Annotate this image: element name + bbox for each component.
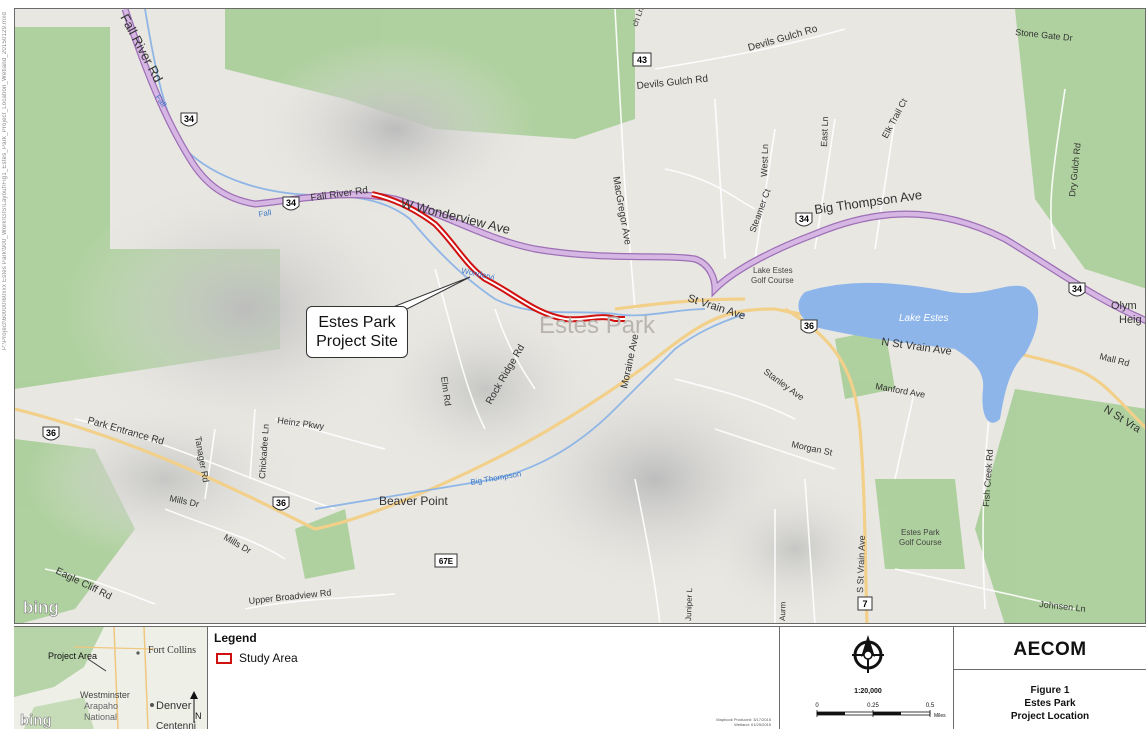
callout-line-2: Project Site	[316, 333, 398, 350]
shield-us34-c: 34	[795, 212, 813, 227]
legend-panel: Legend Study Area Mapbook Produced: 3/17…	[208, 627, 780, 729]
shield-us34-b: 34	[282, 196, 300, 211]
label-east-ln: East Ln	[819, 116, 830, 147]
svg-text:36: 36	[804, 321, 814, 331]
inset-arapaho: Arapaho	[84, 701, 118, 711]
inset-bing-logo: bing	[20, 712, 52, 729]
forest-areas	[15, 9, 1145, 623]
scale-tick-1: 0.25	[867, 703, 879, 709]
inset-national: National	[84, 712, 117, 722]
inset-westminster: Westminster	[80, 690, 130, 700]
scale-panel: 1:20,000 0 0.25 0.5 Miles	[780, 627, 954, 729]
shields: 34 34 34 34 43 36 36 36 7 67E	[42, 52, 1086, 611]
shield-hwy43: 43	[632, 52, 652, 67]
scale-units: Miles	[934, 713, 946, 719]
legend-study-area-label: Study Area	[239, 651, 298, 665]
file-path-text: P:\Project\60000\60xxx Estes Park\900_Wo…	[2, 12, 8, 351]
scale-tick-0: 0	[815, 703, 819, 709]
figure-name: Estes Park	[1024, 698, 1076, 709]
inset-denver: Denver	[156, 700, 192, 712]
label-chickadee-ln: Chickadee Ln	[257, 424, 271, 480]
svg-text:43: 43	[637, 55, 647, 65]
hillshade	[25, 39, 885, 619]
production-note: Mapbook Produced: 3/17/2015 Wetland: 01/…	[716, 717, 771, 727]
inset-map[interactable]: Project Area Fort Collins Westminster Ar…	[14, 627, 208, 729]
title-divider	[954, 669, 1146, 670]
shield-us34-a: 34	[180, 112, 198, 127]
label-johnsen-ln: Johnsen Ln	[1039, 599, 1086, 614]
svg-text:36: 36	[46, 428, 56, 438]
inset-north-arrow-icon: N	[190, 691, 202, 723]
svg-text:34: 34	[184, 114, 194, 124]
svg-text:34: 34	[286, 198, 296, 208]
label-olympus-1: Olym	[1111, 300, 1137, 312]
label-s-st-vrain-ave: S St Vrain Ave	[855, 535, 867, 593]
inset-project-area: Project Area	[48, 651, 97, 661]
svg-text:N: N	[195, 711, 202, 721]
label-estes-park-golf-1: Estes Park	[901, 528, 941, 537]
legend-title: Legend	[214, 631, 257, 645]
label-estes-park: Estes Park	[539, 312, 656, 339]
label-west-ln: West Ln	[759, 144, 770, 177]
aecom-logo: AECOM	[1013, 639, 1087, 660]
inset-map-graphic: Project Area Fort Collins Westminster Ar…	[14, 627, 207, 729]
basemap: 34 34 34 34 43 36 36 36 7 67E Fall River…	[15, 9, 1145, 623]
map-frame[interactable]: 34 34 34 34 43 36 36 36 7 67E Fall River…	[14, 8, 1146, 624]
label-elm-rd: Elm Rd	[439, 376, 453, 407]
label-lake-estes-golf-1: Lake Estes	[753, 266, 793, 275]
svg-text:7: 7	[862, 599, 867, 609]
label-aurm: Aurm	[778, 601, 788, 621]
lake-estes	[798, 282, 1039, 423]
svg-text:34: 34	[1072, 284, 1082, 294]
shield-hwy7: 7	[857, 596, 873, 611]
highway-us34	[121, 9, 1145, 324]
shield-us34-d: 34	[1068, 282, 1086, 297]
shield-us36-a: 36	[42, 426, 60, 441]
svg-text:36: 36	[276, 498, 286, 508]
map-footer: Project Area Fort Collins Westminster Ar…	[14, 626, 1146, 729]
label-lake-estes-golf-2: Golf Course	[751, 276, 794, 285]
scale-bar	[816, 710, 931, 717]
label-estes-park-golf-2: Golf Course	[899, 538, 942, 547]
title-block: AECOM Figure 1 Estes Park Project Locati…	[954, 627, 1146, 729]
study-area-swatch-icon	[216, 653, 232, 664]
svg-text:67E: 67E	[439, 557, 454, 566]
scale-tick-2: 0.5	[926, 703, 935, 709]
project-site-callout[interactable]: Estes Park Project Site	[306, 306, 408, 358]
figure-subtitle: Project Location	[1010, 711, 1090, 722]
bing-logo: bing	[23, 598, 59, 617]
shield-us36-c: 36	[800, 319, 818, 334]
scale-ratio: 1:20,000	[854, 688, 882, 695]
inset-fort-collins: Fort Collins	[148, 645, 196, 656]
inset-centennial: Centenni	[156, 721, 196, 729]
svg-text:34: 34	[799, 214, 809, 224]
shield-us36-b: 36	[272, 496, 290, 511]
label-fish-creek-rd: Fish Creek Rd	[981, 449, 995, 507]
label-olympus-2: Heig	[1119, 314, 1142, 326]
north-arrow-and-scale: 1:20,000 0 0.25 0.5 Miles	[815, 635, 946, 719]
figure-number: Figure 1	[1030, 685, 1070, 696]
label-juniper-ln: Juniper L	[684, 587, 694, 621]
label-fall-river: Fall	[258, 208, 272, 219]
study-area[interactable]	[371, 191, 625, 323]
shield-hwy67e: 67E	[434, 553, 458, 568]
label-beaver-point: Beaver Point	[379, 494, 448, 508]
label-lake-estes: Lake Estes	[899, 313, 948, 324]
north-arrow-icon	[852, 635, 884, 673]
callout-line-1: Estes Park	[318, 314, 396, 331]
